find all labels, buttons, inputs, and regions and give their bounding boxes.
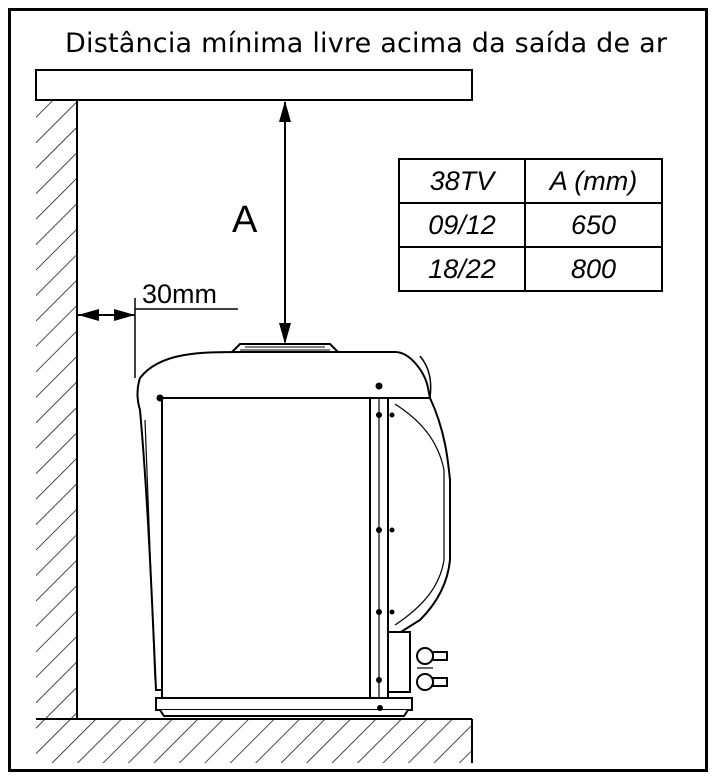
top-clearance-dimension xyxy=(279,101,291,344)
table-header-row: 38TV A (mm) xyxy=(398,158,663,204)
unit-screws xyxy=(156,382,395,711)
table-cell-clearance: 650 xyxy=(524,202,663,248)
table-header-clearance: A (mm) xyxy=(524,158,663,204)
table-cell-clearance: 800 xyxy=(524,246,663,292)
table-cell-model: 18/22 xyxy=(398,246,526,292)
side-clearance-dimension xyxy=(78,298,238,378)
ceiling-obstacle xyxy=(35,69,473,101)
diagram-title: Distância mínima livre acima da saída de… xyxy=(65,28,668,59)
outdoor-unit xyxy=(136,343,451,717)
table-row: 09/12 650 xyxy=(398,202,663,248)
dimension-a-label: A xyxy=(232,199,258,241)
table-cell-model: 09/12 xyxy=(398,202,526,248)
table-header-model: 38TV xyxy=(398,158,526,204)
side-clearance-label: 30mm xyxy=(142,279,217,309)
wall-hatch xyxy=(36,100,76,720)
floor-hatch xyxy=(36,720,472,763)
table-row: 18/22 800 xyxy=(398,246,663,292)
clearance-table: 38TV A (mm) 09/12 650 18/22 800 xyxy=(398,158,663,292)
